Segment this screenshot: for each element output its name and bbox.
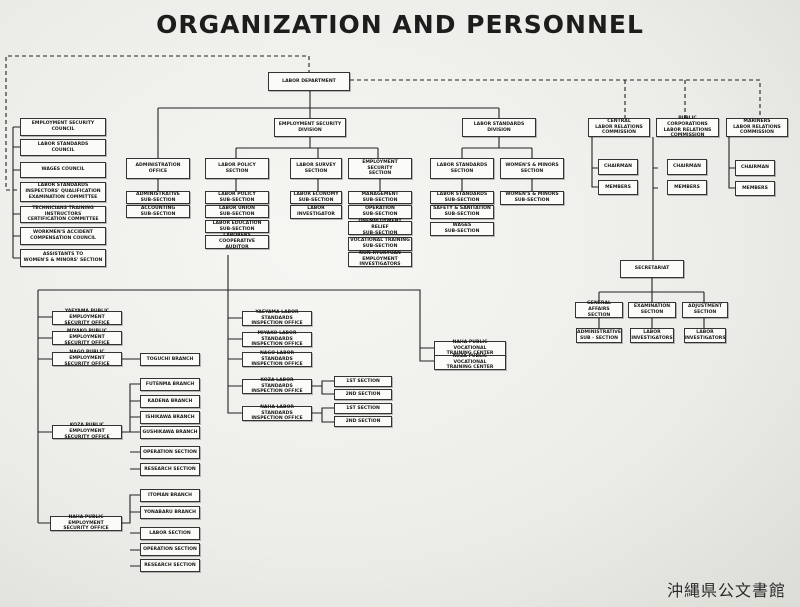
wages-council-box: WAGES COUNCIL: [20, 162, 106, 178]
management-subsection-box: MANAGEMENT SUB-SECTION: [348, 191, 412, 204]
nago-employment-office-box: NAGO PUBLIC EMPLOYMENT SECURITY OFFICE: [52, 350, 122, 367]
yaeyama-standards-office-box: YAEYAMA LABOR STANDARDS INSPECTION OFFIC…: [242, 310, 312, 326]
labor-section-naha-box: LABOR SECTION: [140, 527, 200, 540]
itoman-branch-box: ITOMAN BRANCH: [140, 489, 200, 502]
central-commission-box: CENTRAL LABOR RELATIONS COMMISSION: [588, 118, 650, 137]
nago-standards-office-box: NAGO LABOR STANDARDS INSPECTION OFFICE: [242, 351, 312, 367]
labor-standards-council-box: LABOR STANDARDS COUNCIL: [20, 139, 106, 156]
page-title: ORGANIZATION AND PERSONNEL: [156, 10, 644, 39]
koza-employment-office-box: KOZA PUBLIC EMPLOYMENT SECURITY OFFICE: [52, 423, 122, 440]
kadena-branch-box: KADENA BRANCH: [140, 395, 200, 408]
employment-security-council-box: EMPLOYMENT SECURITY COUNCIL: [20, 118, 106, 136]
labor-union-subsection-box: LABOR UNION SUB-SECTION: [205, 205, 269, 218]
naha-standards-office-box: NAHA LABOR STANDARDS INSPECTION OFFICE: [242, 405, 312, 421]
employment-security-division-box: EMPLOYMENT SECURITY DIVISION: [274, 118, 346, 137]
chairman-box-3: CHAIRMAN: [735, 160, 775, 176]
labor-investigators-box-2: LABOR INVESTIGATORS: [684, 328, 726, 343]
unemployment-relief-subsection-box: UNEMPLOYMENT RELIEF SUB-SECTION: [348, 219, 412, 236]
naha-2nd-section-box: 2ND SECTION: [334, 416, 392, 427]
administration-office-box: ADMINISTRATION OFFICE: [126, 158, 190, 179]
members-box-2: MEMBERS: [667, 180, 707, 195]
naha-1st-section-box: 1ST SECTION: [334, 403, 392, 414]
accounting-subsection-box: ACCOUNTING SUB-SECTION: [126, 205, 190, 218]
inspectors-committee-box: LABOR STANDARDS INSPECTORS' QUALIFICATIO…: [20, 182, 106, 202]
labor-survey-section-box: LABOR SURVEY SECTION: [290, 158, 342, 179]
general-affairs-section-box: GENERAL AFFAIRS SECTION: [575, 301, 623, 318]
womens-minors-subsection-box: WOMEN'S & MINORS SUB-SECTION: [500, 191, 564, 205]
miyako-employment-office-box: MIYAKO PUBLIC EMPLOYMENT SECURITY OFFICE: [52, 329, 122, 346]
non-ryukyuan-investigators-box: NON-RYUKYUAN EMPLOYMENT INVESTIGATORS: [348, 251, 412, 267]
koza-vocational-center-box: KOZA PUBLIC VOCATIONAL TRAINING CENTER: [434, 354, 506, 370]
naha-employment-office-box: NAHA PUBLIC EMPLOYMENT SECURITY OFFICE: [50, 515, 122, 531]
secretariat-box: SECRETARIAT: [620, 260, 684, 278]
administrative-subsection-box: ADMINISTRATIVE SUB-SECTION: [126, 191, 190, 204]
laborers-auditor-box: LABORERS COOPERATIVE AUDITOR: [205, 233, 269, 250]
labor-investigator-box: LABOR INVESTIGATOR: [290, 205, 342, 219]
assistants-women-box: ASSISTANTS TO WOMEN'S & MINORS' SECTION: [20, 249, 106, 267]
labor-policy-subsection-box: LABOR POLICY SUB-SECTION: [205, 191, 269, 204]
gushikawa-branch-box: GUSHIKAWA BRANCH: [140, 426, 200, 439]
operation-section-naha-box: OPERATION SECTION: [140, 543, 200, 556]
research-section-koza-box: RESEARCH SECTION: [140, 463, 200, 476]
labor-standards-division-box: LABOR STANDARDS DIVISION: [462, 118, 536, 137]
labor-education-subsection-box: LABOR EDUCATION SUB-SECTION: [205, 220, 269, 233]
labor-economy-subsection-box: LABOR ECONOMY SUB-SECTION: [290, 191, 342, 204]
archive-watermark: 沖縄県公文書館: [666, 581, 786, 600]
labor-standards-section-box: LABOR STANDARDS SECTION: [430, 158, 494, 179]
labor-department-box: LABOR DEPARTMENT: [268, 72, 350, 91]
labor-policy-section-box: LABOR POLICY SECTION: [205, 158, 269, 179]
toguchi-branch-box: TOGUCHI BRANCH: [140, 353, 200, 366]
futenma-branch-box: FUTENMA BRANCH: [140, 378, 200, 391]
compensation-council-box: WORKMEN'S ACCIDENT COMPENSATION COUNCIL: [20, 227, 106, 245]
mariners-commission-box: MARINERS LABOR RELATIONS COMMISSION: [726, 118, 788, 137]
administrative-subsection-2-box: ADMINISTRATIVE SUB - SECTION: [576, 328, 622, 343]
adjustment-section-box: ADJUSTMENT SECTION: [682, 302, 728, 318]
employment-security-section-box: EMPLOYMENT SECURITY SECTION: [348, 158, 412, 179]
labor-investigators-box-1: LABOR INVESTIGATORS: [630, 328, 674, 343]
ishikawa-branch-box: ISHIKAWA BRANCH: [140, 411, 200, 424]
womens-minors-section-box: WOMEN'S & MINORS SECTION: [500, 158, 564, 179]
operation-section-koza-box: OPERATION SECTION: [140, 446, 200, 459]
public-corp-commission-box: PUBLIC CORPORATIONS LABOR RELATIONS COMM…: [656, 116, 719, 138]
chairman-box-2: CHAIRMAN: [667, 159, 707, 175]
vocational-training-subsection-box: VOCATIONAL TRAINING SUB-SECTION: [348, 237, 412, 251]
koza-2nd-section-box: 2ND SECTION: [334, 389, 392, 400]
wages-subsection-box: WAGES SUB-SECTION: [430, 222, 494, 236]
yonabaru-branch-box: YONABARU BRANCH: [140, 506, 200, 519]
research-section-naha-box: RESEARCH SECTION: [140, 559, 200, 572]
miyako-standards-office-box: MIYAKO LABOR STANDARDS INSPECTION OFFICE: [242, 331, 312, 347]
koza-1st-section-box: 1ST SECTION: [334, 376, 392, 387]
yaeyama-employment-office-box: YAEYAMA PUBLIC EMPLOYMENT SECURITY OFFIC…: [52, 309, 122, 326]
labor-standards-subsection-box: LABOR STANDARDS SUB-SECTION: [430, 191, 494, 204]
koza-standards-office-box: KOZA LABOR STANDARDS INSPECTION OFFICE: [242, 378, 312, 394]
safety-sanitation-subsection-box: SAFETY & SANITATION SUB-SECTION: [430, 205, 494, 219]
technicians-committee-box: TECHNICIANS TRAINING INSTRUCTORS CERTIFI…: [20, 206, 106, 223]
members-box-3: MEMBERS: [735, 181, 775, 196]
operation-subsection-box: OPERATION SUB-SECTION: [348, 205, 412, 219]
members-box-1: MEMBERS: [598, 180, 638, 195]
examination-section-box: EXAMINATION SECTION: [628, 302, 676, 318]
chairman-box-1: CHAIRMAN: [598, 159, 638, 175]
